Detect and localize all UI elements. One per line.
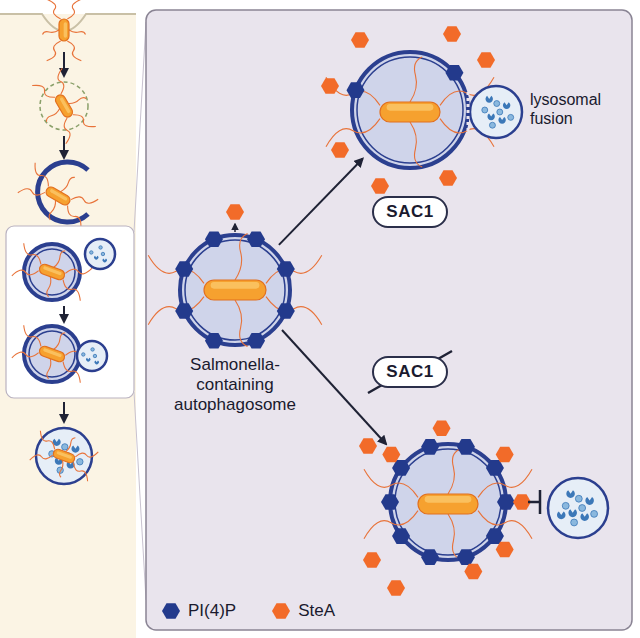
stea-hexagon xyxy=(226,204,244,220)
pi4p-hexagon xyxy=(445,65,463,81)
stea-hexagon xyxy=(496,542,514,558)
transition-arrow xyxy=(279,159,363,245)
stea-hexagon xyxy=(331,142,349,158)
pi4p-hexagon xyxy=(457,439,475,455)
stea-hexagon xyxy=(443,26,461,42)
legend-item: SteA xyxy=(270,601,335,621)
caption-label: Salmonella-containing autophagosome xyxy=(158,355,312,415)
lysosome xyxy=(470,86,522,138)
lysosome xyxy=(36,428,92,484)
pi4p-hexagon xyxy=(205,231,223,247)
salmonella-bacterium xyxy=(14,157,102,236)
inset-frame xyxy=(6,226,134,398)
pi4p-hexagon xyxy=(486,460,504,476)
salmonella-bacterium xyxy=(326,57,494,167)
inhibition-bar xyxy=(528,490,540,514)
pi4p-hexagon xyxy=(381,494,399,510)
zoom-line xyxy=(134,22,146,600)
salmonella-bacterium xyxy=(27,65,100,146)
stea-hexagon xyxy=(359,438,377,454)
lysosome xyxy=(85,239,115,269)
stea-hexagon xyxy=(351,32,369,48)
pi4p-hexagon xyxy=(392,528,410,544)
zoom-panel xyxy=(146,10,632,630)
condition-label: SAC1 xyxy=(386,362,433,382)
stea-hexagon xyxy=(321,78,339,94)
condition-pill: SAC1 xyxy=(372,356,448,388)
pi4p-hexagon xyxy=(277,261,295,277)
stea-hexagon xyxy=(382,447,400,463)
pi4p-hexagon xyxy=(205,333,223,349)
pi4p-hexagon xyxy=(421,439,439,455)
salmonella-bacterium xyxy=(28,426,100,487)
phagophore xyxy=(38,162,88,222)
stea-hexagon xyxy=(433,420,451,436)
stea-hexagon xyxy=(371,178,389,194)
pi4p-hexagon xyxy=(486,528,504,544)
strike-mark xyxy=(368,351,452,393)
arrow xyxy=(63,306,65,322)
salmonella-bacterium xyxy=(43,0,86,61)
arrow xyxy=(63,402,65,422)
pi4p-hexagon xyxy=(497,494,515,510)
stea-hexagon xyxy=(363,552,381,568)
salmonella-bacterium xyxy=(9,237,94,308)
pi4p-hexagon xyxy=(175,303,193,319)
arrow xyxy=(282,330,386,444)
autophagosome-membrane xyxy=(24,326,80,382)
stea-hexagon xyxy=(387,580,405,596)
salmonella-bacterium xyxy=(148,234,322,347)
arrow xyxy=(63,52,65,76)
legend: PI(4)P SteA xyxy=(160,601,335,621)
legend-label: PI(4)P xyxy=(188,601,236,621)
autophagosome: Salmonella-containing autophagosome xyxy=(180,235,290,345)
stea-hexagon xyxy=(477,52,495,68)
pi4p-hexagon xyxy=(392,460,410,476)
autophagosome-membrane xyxy=(352,52,468,168)
pi4p-hexagon xyxy=(421,549,439,565)
legend-item: PI(4)P xyxy=(160,601,236,621)
damaged-vacuole xyxy=(40,82,88,130)
lysosome xyxy=(77,341,107,371)
autophagosome-membrane xyxy=(390,444,506,560)
fusing-vacuole: lysosomal fusion xyxy=(352,52,468,168)
stea-hexagon xyxy=(496,447,514,463)
stea-hexagon xyxy=(439,170,457,186)
legend-label: SteA xyxy=(298,601,335,621)
salmonella-bacterium xyxy=(9,319,94,390)
caption-label: lysosomal fusion xyxy=(530,90,624,128)
side-strip xyxy=(0,0,136,638)
condition-pill: SAC1 xyxy=(372,196,448,228)
condition-label: SAC1 xyxy=(386,202,433,222)
pi4p-hexagon xyxy=(247,231,265,247)
legend-swatch xyxy=(160,601,182,621)
arrow xyxy=(63,136,65,158)
legend-swatch xyxy=(270,601,292,621)
lysosome xyxy=(548,478,608,538)
pi4p-hexagon xyxy=(175,261,193,277)
stea-hexagon xyxy=(464,564,482,580)
pi4p-hexagon xyxy=(247,333,265,349)
arrow xyxy=(234,224,236,232)
autophagosome-membrane xyxy=(24,244,80,300)
pi4p-hexagon xyxy=(277,303,295,319)
pi4p-hexagon xyxy=(457,549,475,565)
salmonella-bacterium xyxy=(364,449,532,559)
pi4p-hexagon xyxy=(346,82,364,98)
autophagosome-membrane xyxy=(180,235,290,345)
